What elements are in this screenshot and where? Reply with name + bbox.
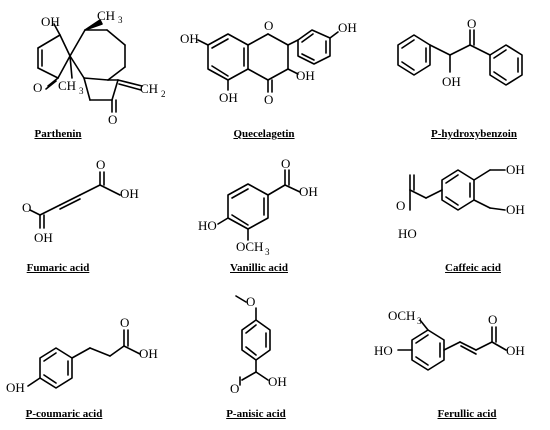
quecelagetin-o-ketone-label: O <box>264 92 273 107</box>
caffeic-o-label: O <box>396 198 405 213</box>
parthenin-ch2-sub: 2 <box>161 89 166 99</box>
caffeic-acid-caption: Caffeic acid <box>445 262 501 274</box>
ferullic-acid-structure: OCH 3 HO O OH <box>374 308 525 371</box>
quecelagetin-oh-bottom-label: OH <box>219 90 238 105</box>
p-anisic-oh-label: OH <box>268 374 287 389</box>
parthenin-o-bottom-label: O <box>108 112 117 127</box>
p-coumaric-ho-label: OH <box>6 380 25 395</box>
p-anisic-acid-caption: P-anisic acid <box>226 408 286 420</box>
p-anisic-acid-structure: O O OH <box>230 294 287 396</box>
p-hydroxybenzoin-o-label: O <box>467 16 476 31</box>
parthenin-ch3-ring-label: CH <box>58 78 76 93</box>
p-anisic-o-label: O <box>230 381 239 396</box>
quecelagetin-o-ring-label: O <box>264 18 273 33</box>
ferullic-och3-label: OCH <box>388 308 415 323</box>
ferullic-o-label: O <box>488 312 497 327</box>
parthenin-o-left-label: O <box>33 80 42 95</box>
vanillic-oh-acid-label: OH <box>299 184 318 199</box>
caffeic-oh-top-label: OH <box>506 162 525 177</box>
caffeic-ho-label: HO <box>398 226 417 241</box>
fumaric-acid-caption: Fumaric acid <box>26 262 90 274</box>
vanillic-ho-label: HO <box>198 218 217 233</box>
ferullic-och3-sub: 3 <box>417 316 422 326</box>
p-coumaric-o-label: O <box>120 315 129 330</box>
fumaric-oh-top-label: OH <box>120 186 139 201</box>
fumaric-oh-bottom-label: OH <box>34 230 53 245</box>
vanillic-acid-structure: O OH HO OCH 3 <box>198 156 318 257</box>
p-hydroxybenzoin-oh-label: OH <box>442 74 461 89</box>
parthenin-ch3-label: CH <box>97 8 115 23</box>
parthenin-caption: Parthenin <box>34 128 82 140</box>
vanillic-och3-sub: 3 <box>265 247 270 257</box>
p-coumaric-oh-acid-label: OH <box>139 346 158 361</box>
p-coumaric-acid-caption: P-coumaric acid <box>25 408 103 420</box>
vanillic-och3-label: OCH <box>236 239 263 254</box>
p-coumaric-acid-structure: O OH OH <box>6 315 158 395</box>
parthenin-ch3-sub: 3 <box>118 15 123 25</box>
parthenin-structure: OH CH 3 O CH 3 O CH 2 <box>33 8 166 127</box>
p-anisic-o-top-label: O <box>246 294 255 309</box>
fumaric-acid-structure: O OH O OH <box>22 157 139 245</box>
parthenin-ch3-ring-sub: 3 <box>79 86 84 96</box>
ferullic-oh-label: OH <box>506 343 525 358</box>
fumaric-o-bottom-label: O <box>22 200 31 215</box>
p-hydroxybenzoin-structure: O OH <box>397 16 523 89</box>
quecelagetin-structure: OH OH O OH O OH <box>180 18 357 107</box>
ferullic-ho-label: HO <box>374 343 393 358</box>
ferullic-acid-caption: Ferullic acid <box>437 408 497 420</box>
quecelagetin-oh-right-label: OH <box>338 20 357 35</box>
caffeic-oh-mid-label: OH <box>506 202 525 217</box>
quecelagetin-caption: Quecelagetin <box>233 128 295 140</box>
fumaric-o-top-label: O <box>96 157 105 172</box>
vanillic-acid-caption: Vanillic acid <box>230 262 288 274</box>
vanillic-o-label: O <box>281 156 290 171</box>
caffeic-acid-structure: OH OH O HO <box>396 162 525 241</box>
p-hydroxybenzoin-caption: P-hydroxybenzoin <box>431 128 517 140</box>
parthenin-oh-label: OH <box>41 14 60 29</box>
parthenin-ch2-label: CH <box>140 81 158 96</box>
quecelagetin-oh-left-label: OH <box>180 31 199 46</box>
quecelagetin-oh-side-label: OH <box>296 68 315 83</box>
